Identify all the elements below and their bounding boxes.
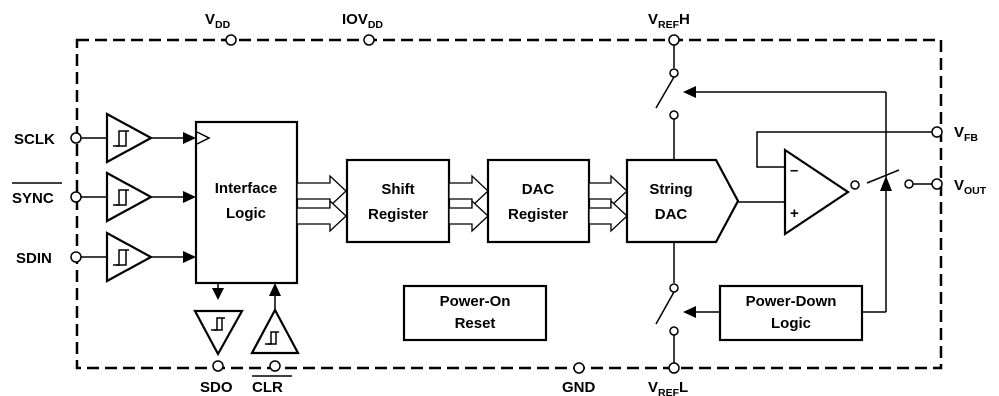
sdo-buffer bbox=[193, 309, 244, 357]
pin-label-clr: CLR bbox=[252, 379, 283, 396]
pin-label-iovdd: IOVDD bbox=[342, 11, 383, 31]
pin-label-sdin: SDIN bbox=[16, 250, 52, 267]
interface-logic-label-1: Interface bbox=[215, 180, 278, 197]
bus-arrow-dacreg-to-stringdac-2 bbox=[588, 199, 628, 233]
sclk-arrow bbox=[183, 132, 196, 144]
feedback-wire bbox=[756, 131, 932, 168]
vout-switch-contact bbox=[904, 179, 914, 189]
pin-label-sdo: SDO bbox=[200, 379, 233, 396]
switch-top-contact-2 bbox=[669, 110, 679, 120]
opamp-output-node bbox=[850, 180, 860, 190]
sdin-buffer bbox=[105, 231, 154, 283]
sclk-buffer bbox=[105, 112, 154, 164]
bus-arrow-shift-to-dacreg-1 bbox=[448, 174, 489, 208]
interface-logic-label-2: Logic bbox=[226, 205, 266, 222]
shift-register-label-2: Register bbox=[368, 206, 428, 223]
pin-label-vdd: VDD bbox=[205, 11, 231, 31]
output-opamp: – + bbox=[783, 147, 850, 237]
pin-vout bbox=[931, 178, 943, 190]
switch-bottom-contact bbox=[669, 283, 679, 293]
dac-register-block: DAC Register bbox=[486, 158, 591, 244]
sdo-arrow bbox=[212, 288, 224, 300]
pin-vfb bbox=[931, 126, 943, 138]
string-dac-label-1: String bbox=[649, 181, 692, 198]
power-on-reset-label-2: Reset bbox=[455, 315, 496, 332]
pin-label-sclk: SCLK bbox=[14, 131, 55, 148]
interface-logic-block: Interface Logic bbox=[194, 120, 299, 285]
bus-arrow-interface-to-shift-1 bbox=[296, 174, 347, 208]
shift-register-block: Shift Register bbox=[345, 158, 451, 244]
sync-arrow bbox=[183, 191, 196, 203]
opamp-plus-sign: + bbox=[790, 205, 799, 222]
opamp-minus-sign: – bbox=[790, 162, 798, 179]
pin-vrefh bbox=[668, 34, 680, 46]
pin-vrefl bbox=[668, 362, 680, 374]
pin-label-vout: VOUT bbox=[954, 177, 987, 197]
chip-boundary bbox=[75, 38, 943, 370]
pin-label-gnd: GND bbox=[562, 379, 596, 396]
vout-switch bbox=[866, 169, 900, 184]
switch-top-contact bbox=[669, 68, 679, 78]
power-down-label-2: Logic bbox=[771, 315, 811, 332]
pin-label-vrefh: VREFH bbox=[648, 11, 690, 31]
vrefl-switch bbox=[655, 291, 675, 325]
switch-bottom-contact-2 bbox=[669, 326, 679, 336]
power-down-label-1: Power-Down bbox=[746, 293, 837, 310]
vout-switch-arrow bbox=[880, 176, 892, 191]
clock-input-marker bbox=[196, 131, 211, 145]
sdin-arrow bbox=[183, 251, 196, 263]
pin-iovdd bbox=[363, 34, 375, 46]
string-dac-block: String DAC bbox=[625, 158, 740, 244]
shift-register-label-1: Shift bbox=[381, 181, 414, 198]
bus-arrow-dacreg-to-stringdac-1 bbox=[588, 174, 628, 208]
pin-sync bbox=[70, 191, 82, 203]
pin-label-vfb: VFB bbox=[954, 124, 978, 144]
bus-arrow-interface-to-shift-2 bbox=[296, 199, 347, 233]
clr-arrow bbox=[269, 283, 281, 296]
bottom-switch-arrow bbox=[683, 306, 696, 318]
pin-label-sync: SYNC bbox=[12, 190, 54, 207]
pin-sclk bbox=[70, 132, 82, 144]
pin-sdo bbox=[212, 360, 224, 372]
dac-register-label-2: Register bbox=[508, 206, 568, 223]
top-switch-arrow bbox=[683, 86, 696, 98]
pin-clr bbox=[269, 360, 281, 372]
power-on-reset-label-1: Power-On bbox=[440, 293, 511, 310]
dac-register-label-1: DAC bbox=[522, 181, 555, 198]
clr-buffer bbox=[250, 307, 300, 355]
pin-label-vrefl: VREFL bbox=[648, 379, 688, 396]
bus-arrow-shift-to-dacreg-2 bbox=[448, 199, 489, 233]
vrefh-switch bbox=[655, 76, 675, 109]
pin-sdin bbox=[70, 251, 82, 263]
power-down-logic-block: Power-Down Logic bbox=[718, 284, 864, 342]
pin-gnd bbox=[573, 362, 585, 374]
string-dac-label-2: DAC bbox=[655, 206, 688, 223]
pin-vdd bbox=[225, 34, 237, 46]
power-on-reset-block: Power-On Reset bbox=[402, 284, 548, 342]
sync-buffer bbox=[105, 171, 154, 223]
